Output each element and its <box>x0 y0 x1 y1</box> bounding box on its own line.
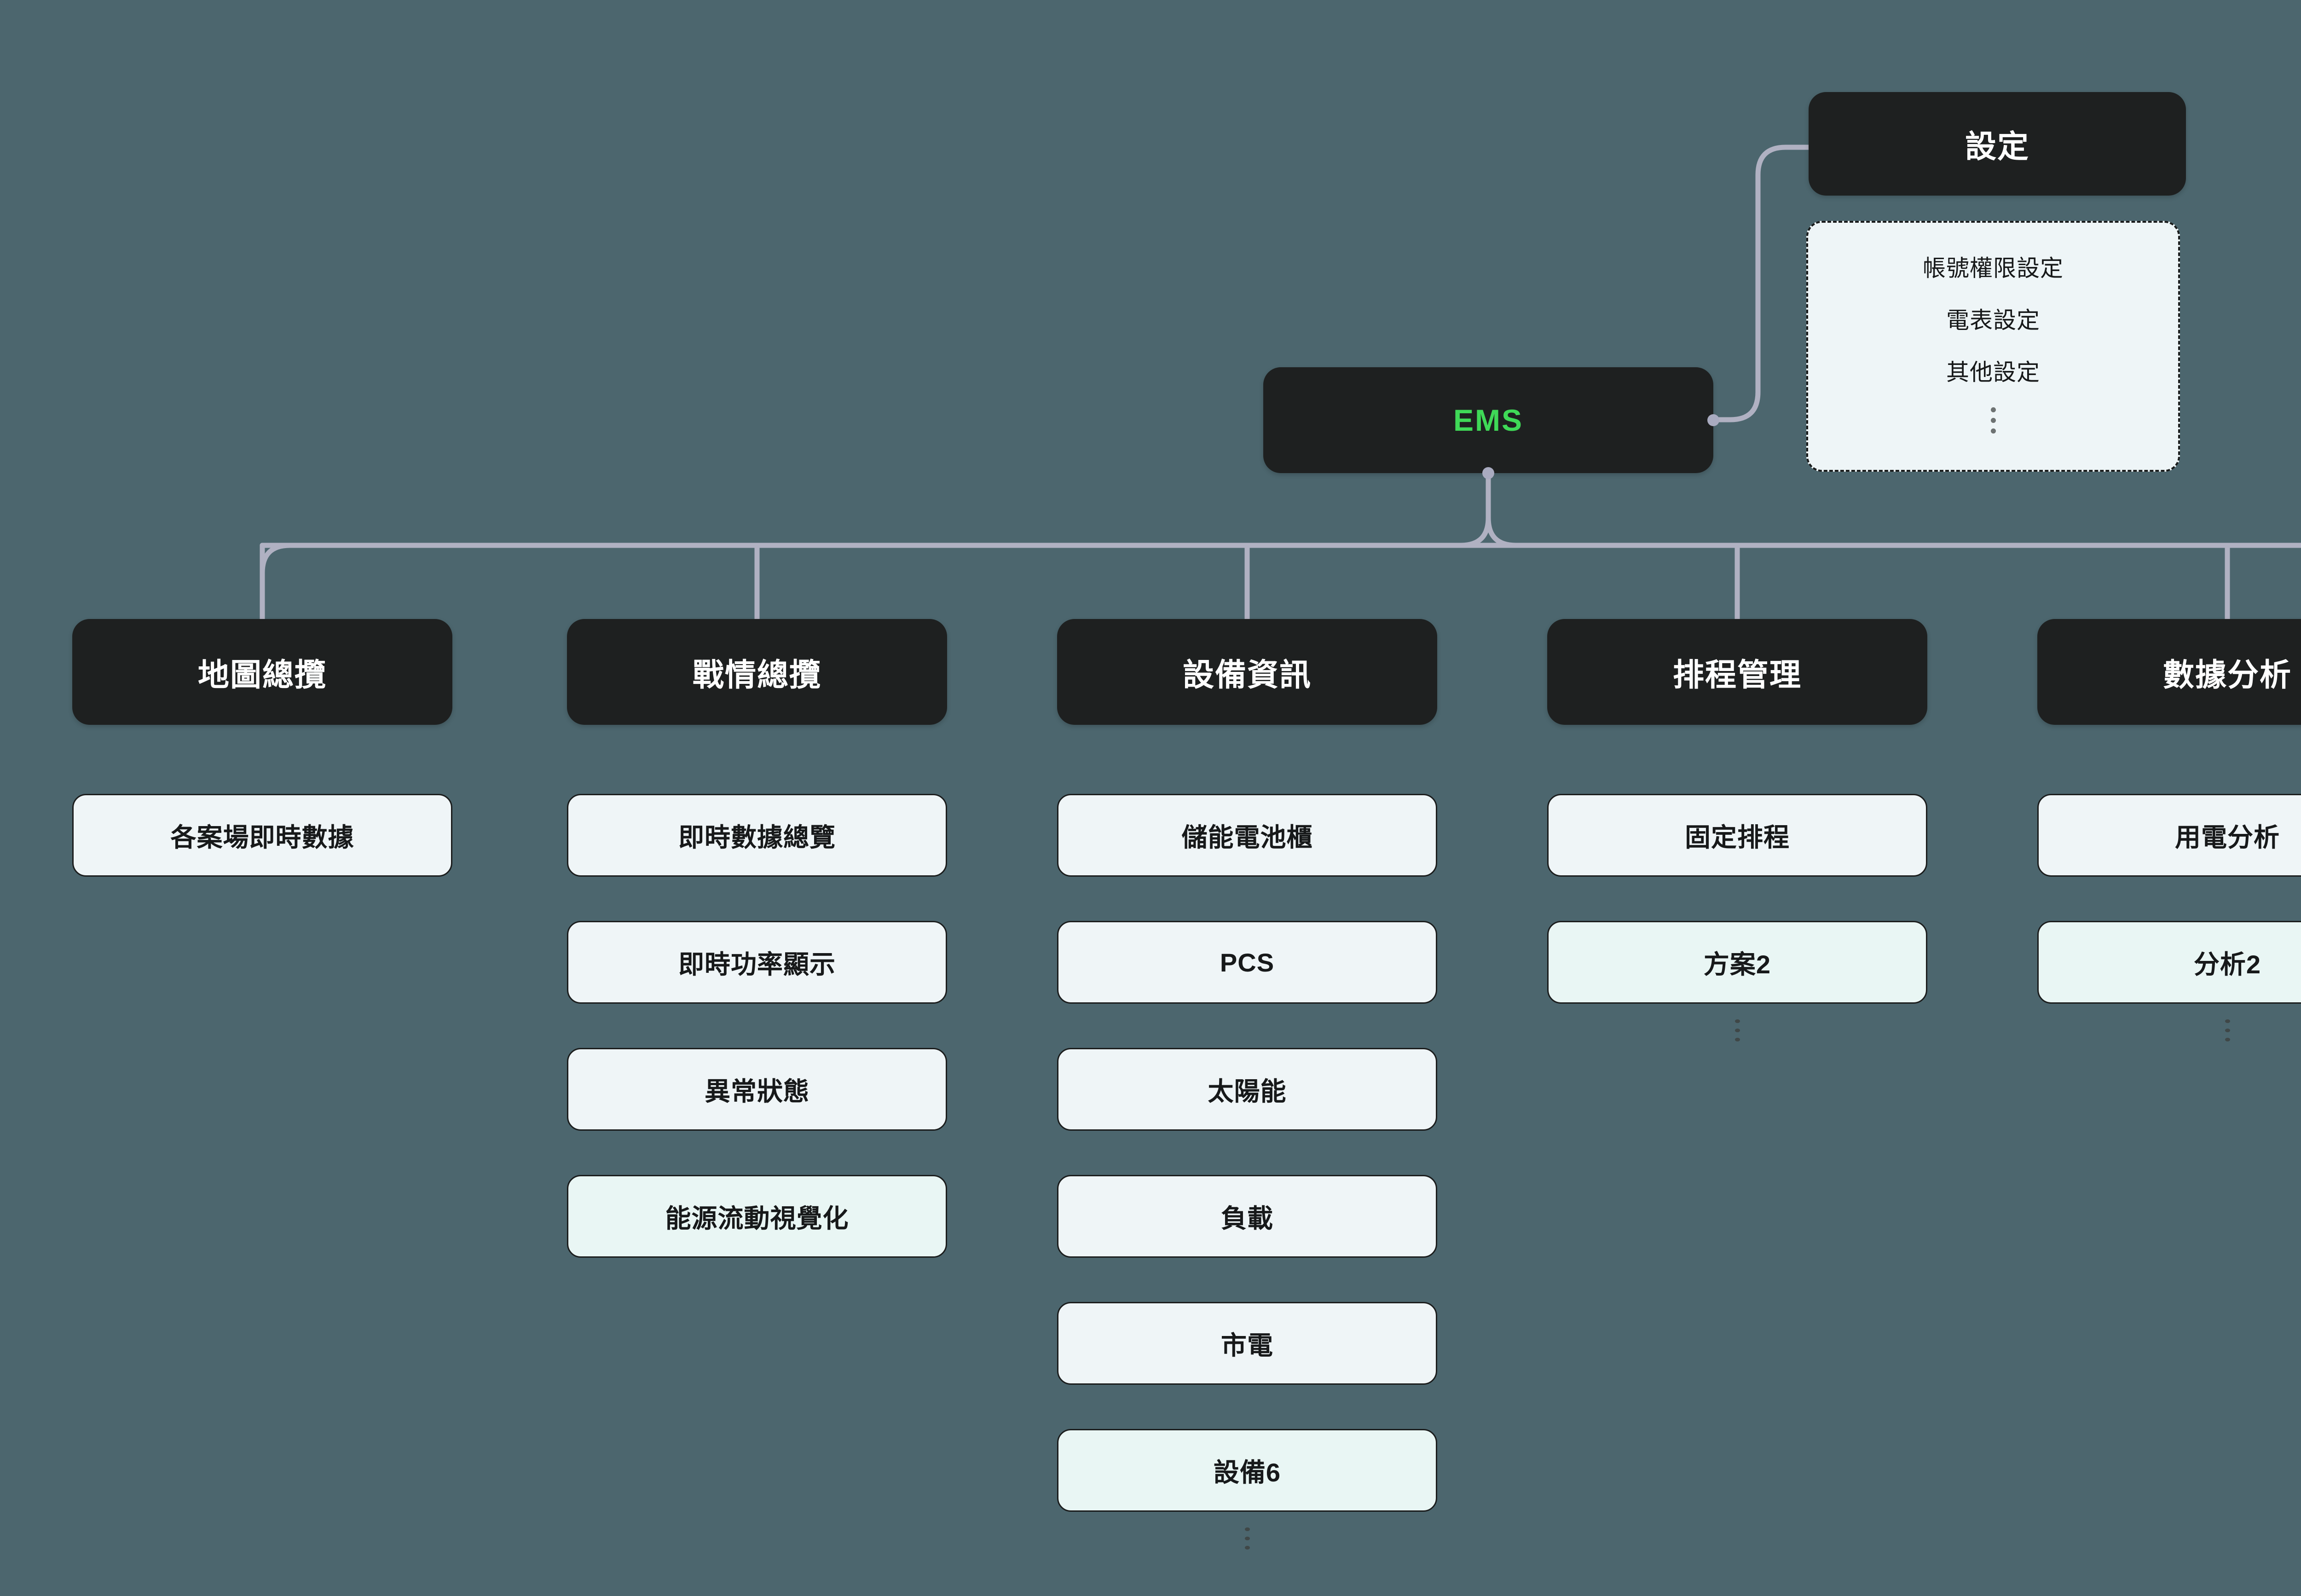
feature-card[interactable]: 市電 <box>1057 1302 1437 1385</box>
feature-card-label: PCS <box>1220 948 1275 977</box>
category-node-label: 戰情總攬 <box>692 657 821 693</box>
feature-card-label: 市電 <box>1221 1330 1273 1360</box>
column-more-ellipsis-icon <box>2224 1017 2231 1044</box>
category-node-label: 設備資訊 <box>1182 657 1312 693</box>
feature-card[interactable]: 各案場即時數據 <box>72 794 452 877</box>
feature-card[interactable]: 方案2 <box>1547 921 1927 1004</box>
category-node-label: 地圖總攬 <box>197 657 327 693</box>
feature-card[interactable]: 設備6 <box>1057 1429 1437 1512</box>
category-node-2[interactable]: 戰情總攬 <box>567 619 947 725</box>
feature-card-label: 分析2 <box>2193 949 2261 979</box>
feature-card-label: 能源流動視覺化 <box>665 1203 849 1233</box>
feature-card-label: 用電分析 <box>2175 822 2280 852</box>
feature-card-label: 負載 <box>1221 1203 1273 1233</box>
column-more-ellipsis-icon <box>1734 1017 1741 1044</box>
category-node-4[interactable]: 排程管理 <box>1547 619 1927 725</box>
category-node-5[interactable]: 數據分析 <box>2037 619 2301 725</box>
feature-card[interactable]: 即時功率顯示 <box>567 921 947 1004</box>
feature-card-label: 即時功率顯示 <box>678 949 836 979</box>
feature-card[interactable]: 分析2 <box>2037 921 2301 1004</box>
feature-card-label: 設備6 <box>1213 1457 1281 1487</box>
feature-card-label: 方案2 <box>1703 949 1771 979</box>
column-more-ellipsis-icon <box>1243 1525 1251 1552</box>
settings-item-0[interactable]: 帳號權限設定 <box>1923 255 2064 281</box>
root-bottom-handle[interactable] <box>1482 467 1494 479</box>
feature-card[interactable]: 異常狀態 <box>567 1048 947 1131</box>
feature-card[interactable]: 負載 <box>1057 1175 1437 1258</box>
category-node-label: 數據分析 <box>2162 657 2292 693</box>
feature-card[interactable]: 能源流動視覺化 <box>567 1175 947 1258</box>
branch-node-settings[interactable]: 設定 <box>1809 92 2186 196</box>
root-right-handle[interactable] <box>1707 414 1719 426</box>
root-node-ems[interactable]: EMS <box>1263 367 1719 479</box>
feature-card-label: 即時數據總覽 <box>678 822 836 852</box>
feature-card-label: 異常狀態 <box>705 1076 809 1106</box>
feature-card[interactable]: 固定排程 <box>1547 794 1927 877</box>
settings-more-ellipsis-icon <box>1990 405 1996 436</box>
settings-detail-panel[interactable]: 帳號權限設定 電表設定 其他設定 <box>1806 221 2180 472</box>
root-node-label: EMS <box>1453 403 1524 437</box>
feature-card[interactable]: PCS <box>1057 921 1437 1004</box>
settings-item-1[interactable]: 電表設定 <box>1946 307 2040 333</box>
feature-card-label: 固定排程 <box>1685 822 1790 852</box>
category-node-3[interactable]: 設備資訊 <box>1057 619 1437 725</box>
settings-item-2[interactable]: 其他設定 <box>1946 359 2040 385</box>
category-node-label: 排程管理 <box>1672 657 1802 693</box>
branch-node-settings-label: 設定 <box>1965 129 2029 164</box>
category-node-1[interactable]: 地圖總攬 <box>72 619 452 725</box>
feature-card-label: 各案場即時數據 <box>170 822 354 852</box>
feature-card-label: 太陽能 <box>1208 1076 1287 1106</box>
feature-card-label: 儲能電池櫃 <box>1181 822 1313 852</box>
feature-card[interactable]: 用電分析 <box>2037 794 2301 877</box>
feature-card[interactable]: 儲能電池櫃 <box>1057 794 1437 877</box>
feature-card[interactable]: 即時數據總覽 <box>567 794 947 877</box>
feature-card[interactable]: 太陽能 <box>1057 1048 1437 1131</box>
